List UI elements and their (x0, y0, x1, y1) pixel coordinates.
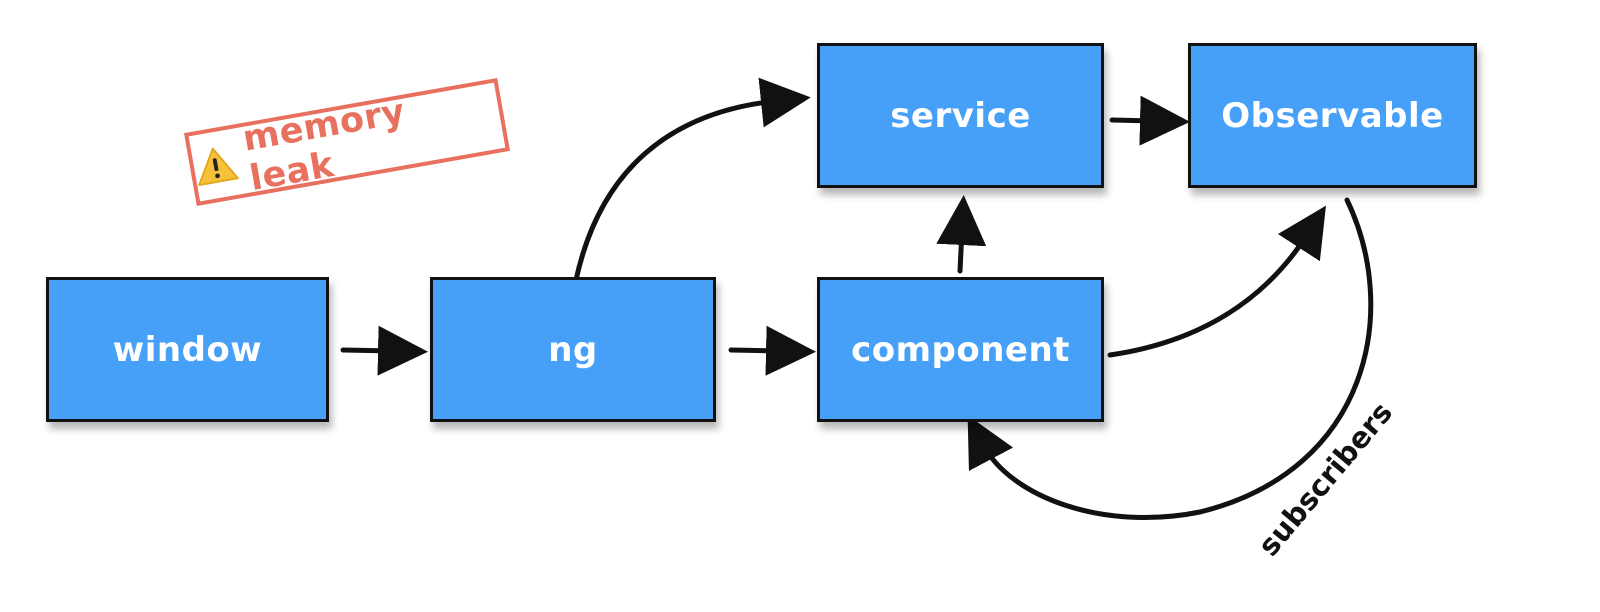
edge-ng-to-component (728, 325, 816, 376)
node-observable: Observable (1188, 43, 1477, 188)
node-label: component (851, 329, 1070, 370)
memory-leak-stamp: memory leak (183, 77, 511, 207)
node-window: window (46, 277, 329, 422)
edge-window-to-ng (340, 325, 428, 376)
node-label: Observable (1221, 95, 1444, 136)
node-label: window (112, 329, 263, 370)
node-component: component (817, 277, 1104, 422)
edge-ng-to-service (573, 77, 811, 283)
edge-label-subscribers: subscribers (1251, 396, 1399, 563)
node-ng: ng (430, 277, 716, 422)
edge-observable-to-component-subscribers (967, 197, 1374, 521)
node-label: service (890, 95, 1031, 136)
warning-icon (198, 147, 239, 187)
node-service: service (817, 43, 1104, 188)
node-label: ng (548, 329, 598, 370)
edge-service-to-observable (1109, 95, 1190, 146)
edge-component-to-service (936, 195, 987, 274)
edge-component-to-observable (1107, 205, 1327, 358)
